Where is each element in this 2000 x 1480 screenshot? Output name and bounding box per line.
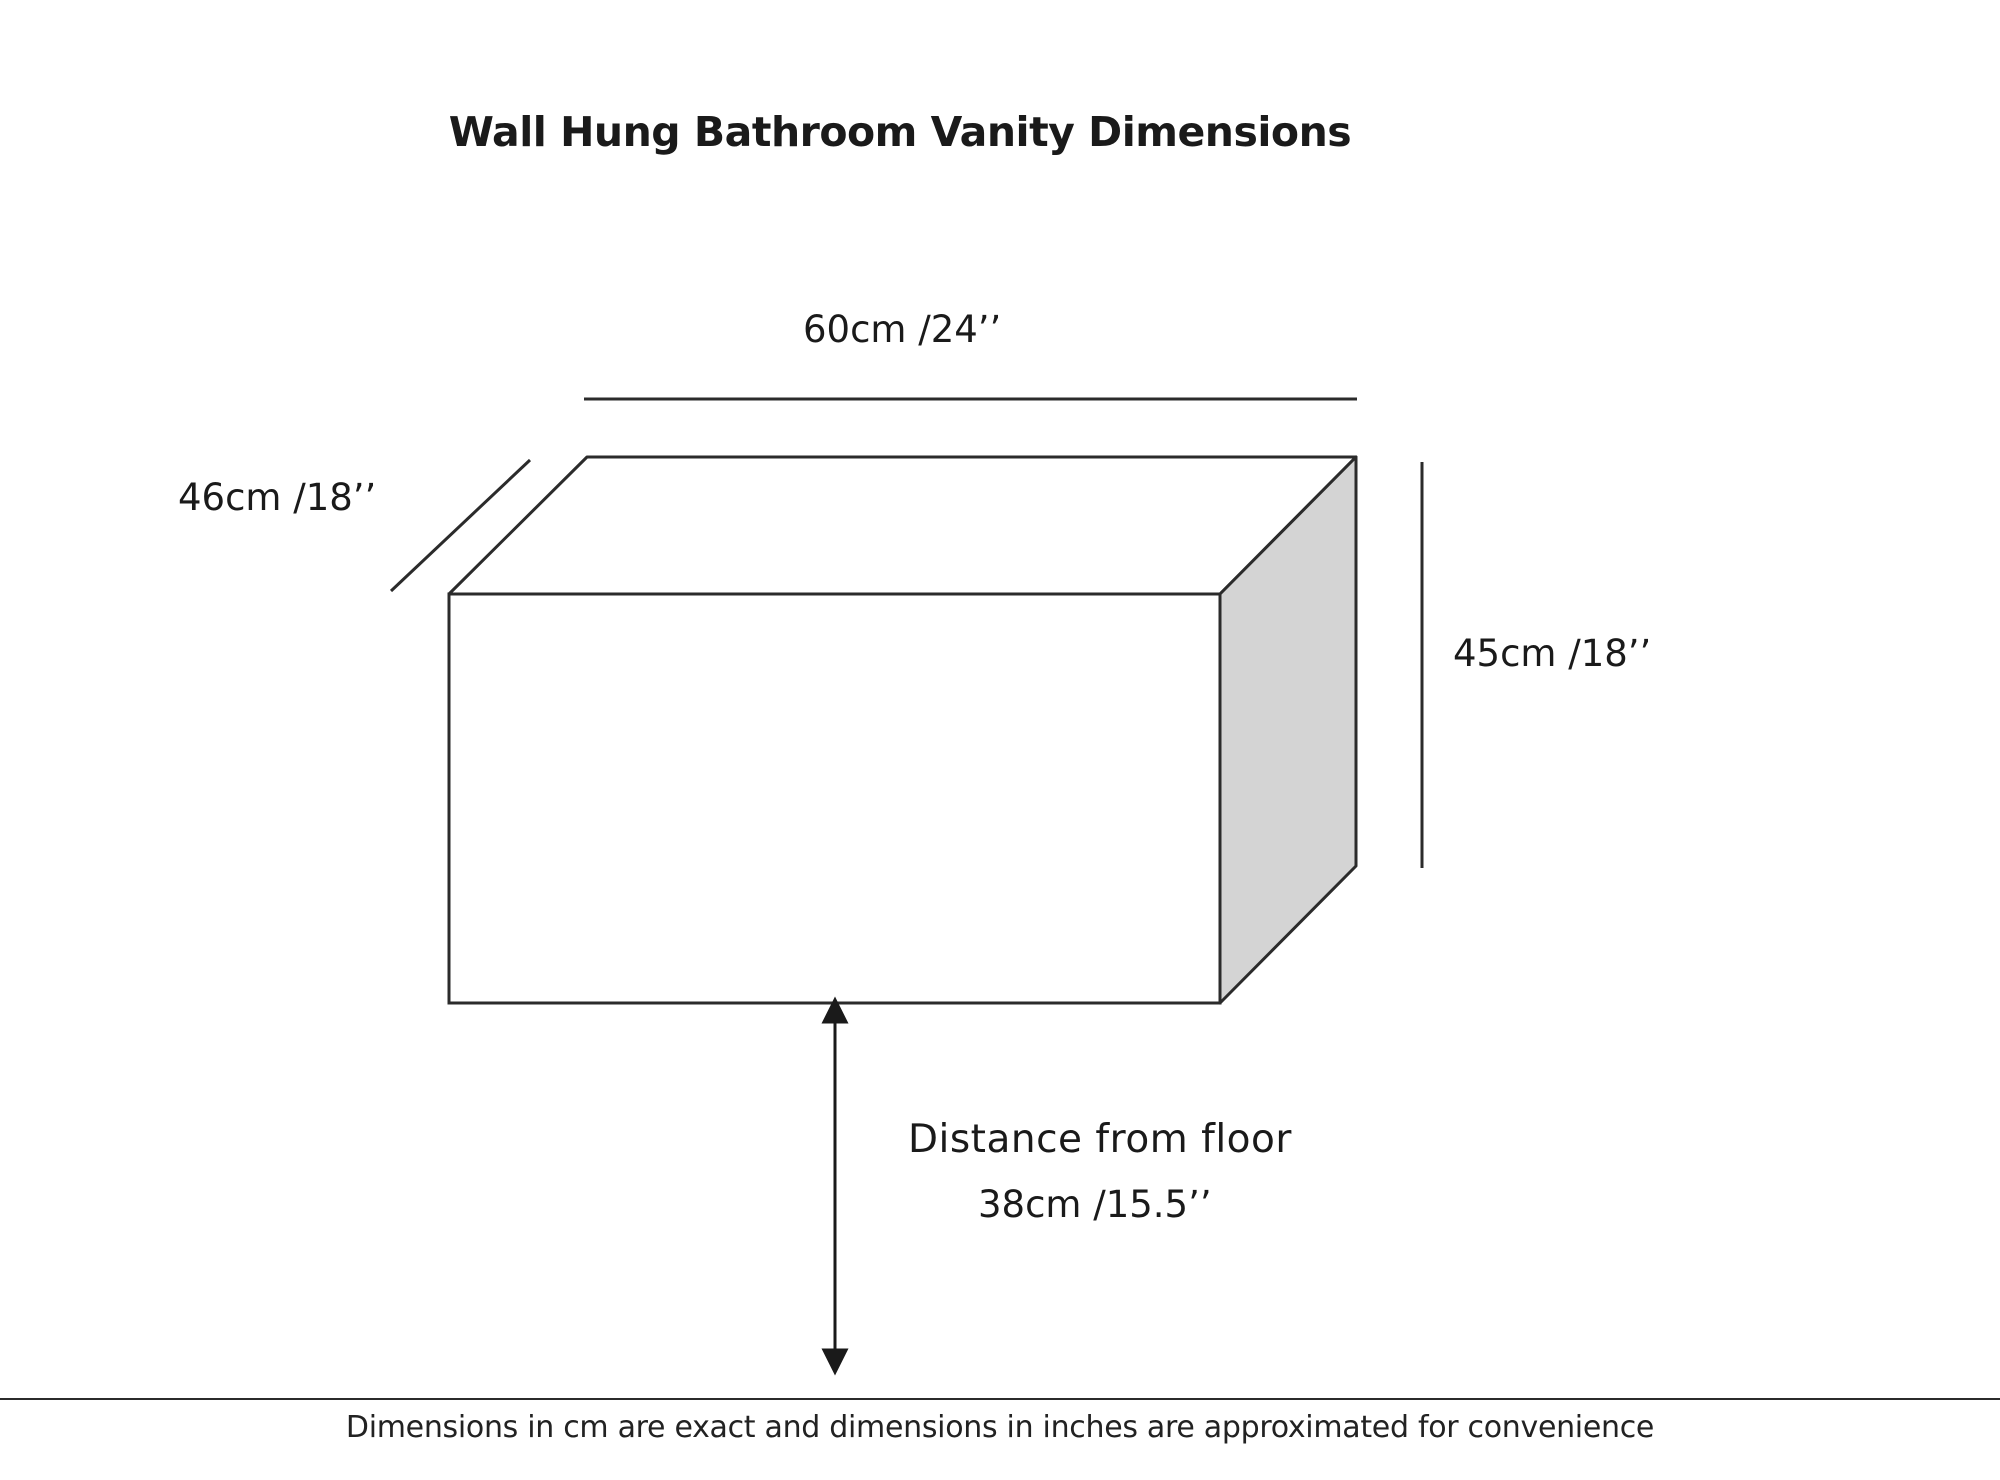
footnote: Dimensions in cm are exact and dimension… xyxy=(345,1410,1655,1445)
floor-distance-value: 38cm /15.5’’ xyxy=(978,1183,1212,1226)
height-label: 45cm /18’’ xyxy=(1453,632,1652,675)
depth-dimension-line xyxy=(389,458,532,593)
box-front-face xyxy=(447,592,1222,1005)
diagram-title: Wall Hung Bathroom Vanity Dimensions xyxy=(448,108,1352,156)
depth-label: 46cm /18’’ xyxy=(178,476,377,519)
width-label: 60cm /24’’ xyxy=(803,308,1002,351)
box-top-face xyxy=(447,455,1358,596)
floor-distance-label: Distance from floor xyxy=(908,1117,1292,1162)
